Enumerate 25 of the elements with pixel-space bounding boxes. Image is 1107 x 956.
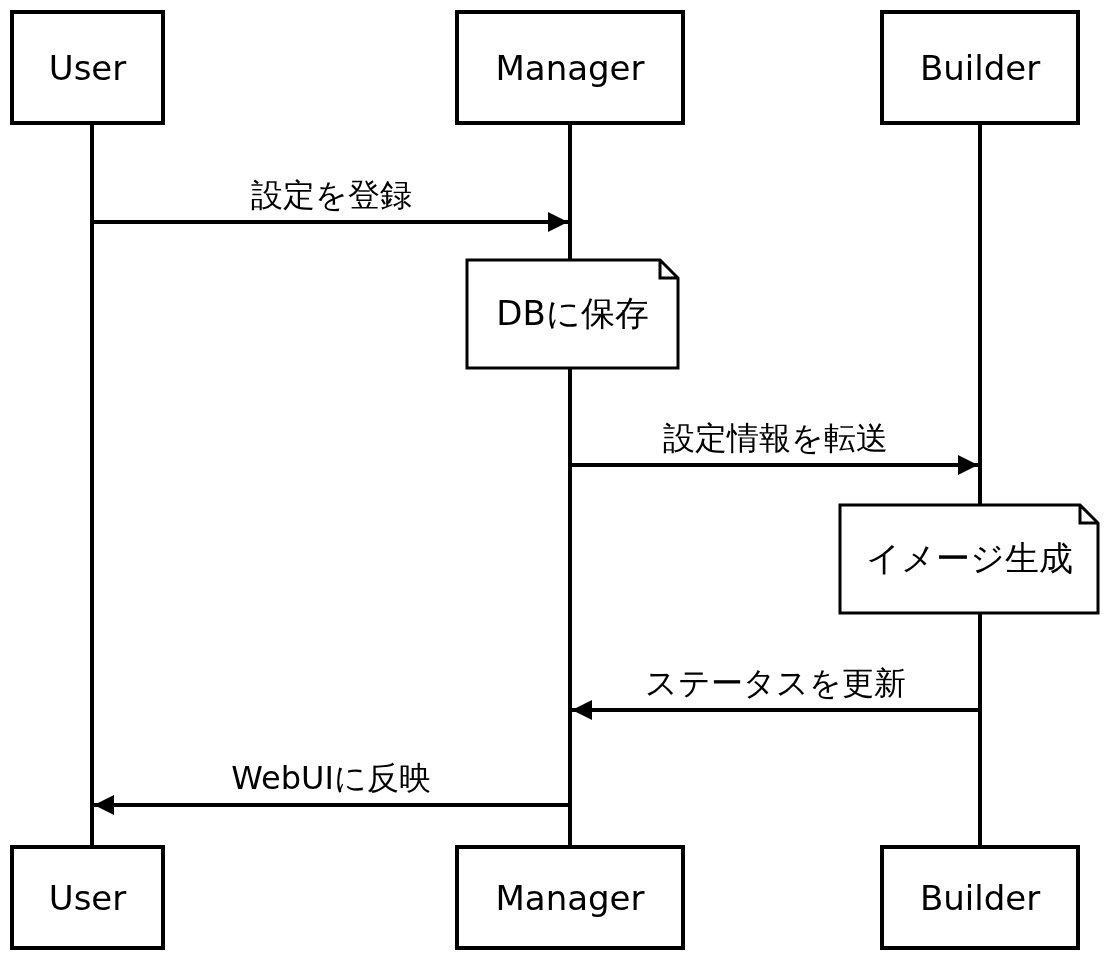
edge-label: 設定を登録 bbox=[250, 175, 412, 216]
participant-box bbox=[10, 10, 165, 125]
message-arrow bbox=[572, 700, 978, 720]
message-arrow bbox=[572, 455, 978, 475]
participant-label: Builder bbox=[919, 47, 1041, 88]
participant-label: User bbox=[48, 877, 127, 918]
message-arrow bbox=[94, 212, 568, 232]
participant-box bbox=[10, 845, 165, 950]
participant-label: Builder bbox=[919, 877, 1041, 918]
participant-box bbox=[455, 845, 685, 950]
note-text: DBに保存 bbox=[496, 292, 649, 335]
participant-label: User bbox=[48, 47, 127, 88]
edge-label: WebUIに反映 bbox=[231, 758, 431, 799]
note bbox=[465, 258, 680, 370]
lifeline bbox=[90, 125, 94, 845]
edge-label: 設定情報を転送 bbox=[662, 418, 888, 459]
participant-box bbox=[880, 845, 1080, 950]
note bbox=[838, 503, 1100, 615]
participant-box bbox=[880, 10, 1080, 125]
participant-label: Manager bbox=[495, 47, 645, 88]
participant-label: Manager bbox=[495, 877, 645, 918]
edge-label: ステータスを更新 bbox=[644, 663, 906, 704]
message-arrow bbox=[94, 795, 568, 815]
participant-box bbox=[455, 10, 685, 125]
note-text: イメージ生成 bbox=[865, 537, 1073, 580]
